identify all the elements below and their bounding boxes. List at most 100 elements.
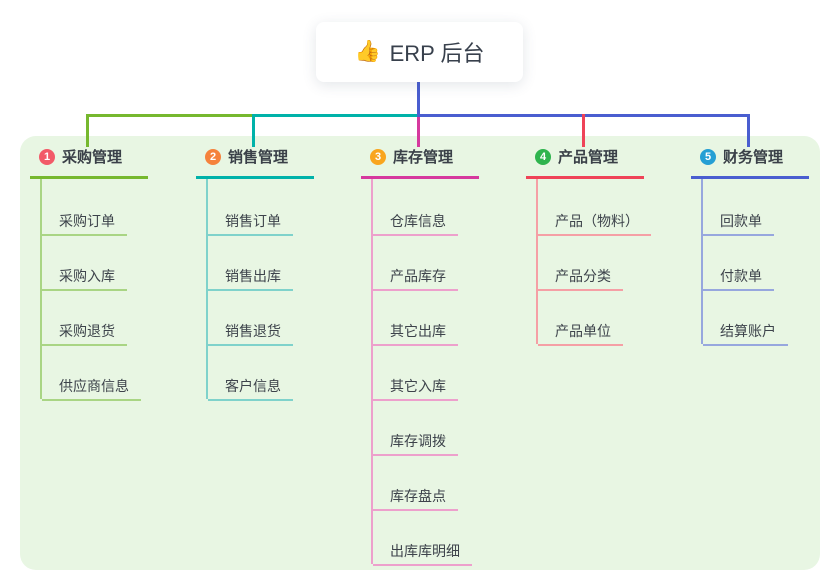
branch-sales: 2 销售管理 销售订单 销售出库 销售退货 客户信息 [196, 146, 346, 401]
mindmap-child-node[interactable]: 产品分类 [538, 234, 676, 291]
mindmap-child-node[interactable]: 客户信息 [208, 344, 346, 401]
connector-drop-3 [417, 117, 420, 147]
child-label: 付款单 [720, 268, 762, 284]
child-label: 产品分类 [555, 268, 611, 284]
child-label: 仓库信息 [390, 213, 446, 229]
branch-header[interactable]: 4 产品管理 [526, 146, 644, 179]
child-underline: 其它出库 [373, 321, 458, 346]
mindmap-child-node[interactable]: 出库库明细 [373, 509, 511, 566]
child-label: 产品（物料） [555, 213, 639, 229]
mindmap-child-node[interactable]: 产品单位 [538, 289, 676, 346]
child-label: 供应商信息 [59, 378, 129, 394]
child-list: 销售订单 销售出库 销售退货 客户信息 [206, 179, 346, 401]
child-list: 仓库信息 产品库存 其它出库 其它入库 库存调拨 [371, 179, 511, 566]
child-label: 其它入库 [390, 378, 446, 394]
child-underline: 结算账户 [703, 321, 788, 346]
mindmap-child-node[interactable]: 其它入库 [373, 344, 511, 401]
connector-drop-5 [747, 114, 750, 147]
connector-drop-4 [582, 114, 585, 147]
child-underline: 采购入库 [42, 266, 127, 291]
branch-title: 库存管理 [393, 149, 454, 166]
mindmap-child-node[interactable]: 结算账户 [703, 289, 839, 346]
child-label: 库存调拨 [390, 433, 446, 449]
mindmap-child-node[interactable]: 销售出库 [208, 234, 346, 291]
child-label: 采购退货 [59, 323, 115, 339]
mindmap-child-node[interactable]: 产品（物料） [538, 179, 676, 236]
branch-title: 产品管理 [558, 149, 619, 166]
thumbs-up-icon: 👍 [354, 40, 381, 63]
child-underline: 付款单 [703, 266, 774, 291]
root-label: ERP 后台 [389, 41, 485, 66]
child-underline: 出库库明细 [373, 541, 472, 566]
branch-header[interactable]: 3 库存管理 [361, 146, 479, 179]
child-label: 其它出库 [390, 323, 446, 339]
branch-inventory: 3 库存管理 仓库信息 产品库存 其它出库 其它入库 [361, 146, 511, 566]
child-label: 产品单位 [555, 323, 611, 339]
mindmap-panel [20, 136, 820, 570]
connector-drop-2 [252, 114, 255, 147]
child-underline: 供应商信息 [42, 376, 141, 401]
child-underline: 回款单 [703, 211, 774, 236]
mindmap-child-node[interactable]: 采购退货 [42, 289, 180, 346]
branch-number-badge: 1 [39, 148, 55, 165]
child-label: 采购入库 [59, 268, 115, 284]
child-list: 采购订单 采购入库 采购退货 供应商信息 [40, 179, 180, 401]
child-underline: 产品（物料） [538, 211, 651, 236]
mindmap-child-node[interactable]: 产品库存 [373, 234, 511, 291]
root-stem-line [417, 82, 420, 116]
child-underline: 销售订单 [208, 211, 293, 236]
mindmap-child-node[interactable]: 采购订单 [42, 179, 180, 236]
branch-header[interactable]: 1 采购管理 [30, 146, 148, 179]
child-underline: 库存调拨 [373, 431, 458, 456]
child-label: 出库库明细 [390, 543, 460, 559]
child-underline: 产品分类 [538, 266, 623, 291]
child-list: 回款单 付款单 结算账户 [701, 179, 839, 346]
mindmap-child-node[interactable]: 付款单 [703, 234, 839, 291]
child-label: 销售订单 [225, 213, 281, 229]
mindmap-child-node[interactable]: 销售退货 [208, 289, 346, 346]
connector-drop-1 [86, 114, 89, 147]
branch-title: 采购管理 [62, 149, 123, 166]
child-underline: 销售退货 [208, 321, 293, 346]
branch-number-badge: 3 [370, 148, 386, 165]
child-underline: 库存盘点 [373, 486, 458, 511]
branch-title: 销售管理 [228, 149, 289, 166]
mindmap-child-node[interactable]: 库存调拨 [373, 399, 511, 456]
branch-product: 4 产品管理 产品（物料） 产品分类 产品单位 [526, 146, 676, 346]
mindmap-child-node[interactable]: 其它出库 [373, 289, 511, 346]
root-node[interactable]: 👍 ERP 后台 [316, 22, 523, 82]
child-label: 采购订单 [59, 213, 115, 229]
child-underline: 客户信息 [208, 376, 293, 401]
mindmap-child-node[interactable]: 销售订单 [208, 179, 346, 236]
branch-header[interactable]: 2 销售管理 [196, 146, 314, 179]
child-list: 产品（物料） 产品分类 产品单位 [536, 179, 676, 346]
child-label: 产品库存 [390, 268, 446, 284]
mindmap-child-node[interactable]: 采购入库 [42, 234, 180, 291]
child-underline: 其它入库 [373, 376, 458, 401]
child-label: 库存盘点 [390, 488, 446, 504]
branch-header[interactable]: 5 财务管理 [691, 146, 809, 179]
child-underline: 仓库信息 [373, 211, 458, 236]
branch-number-badge: 2 [205, 148, 221, 165]
child-label: 结算账户 [720, 323, 776, 339]
child-label: 客户信息 [225, 378, 281, 394]
child-label: 销售出库 [225, 268, 281, 284]
mindmap-child-node[interactable]: 仓库信息 [373, 179, 511, 236]
mindmap-child-node[interactable]: 库存盘点 [373, 454, 511, 511]
child-underline: 采购退货 [42, 321, 127, 346]
branch-number-badge: 4 [535, 148, 551, 165]
connector-horizontal-2 [252, 114, 418, 117]
child-label: 回款单 [720, 213, 762, 229]
child-underline: 销售出库 [208, 266, 293, 291]
branch-purchase: 1 采购管理 采购订单 采购入库 采购退货 供应商信息 [30, 146, 180, 401]
child-underline: 产品单位 [538, 321, 623, 346]
connector-horizontal-1 [86, 114, 253, 117]
child-underline: 产品库存 [373, 266, 458, 291]
branch-number-badge: 5 [700, 148, 716, 165]
mindmap-child-node[interactable]: 回款单 [703, 179, 839, 236]
child-label: 销售退货 [225, 323, 281, 339]
child-underline: 采购订单 [42, 211, 127, 236]
mindmap-child-node[interactable]: 供应商信息 [42, 344, 180, 401]
branch-title: 财务管理 [723, 149, 784, 166]
